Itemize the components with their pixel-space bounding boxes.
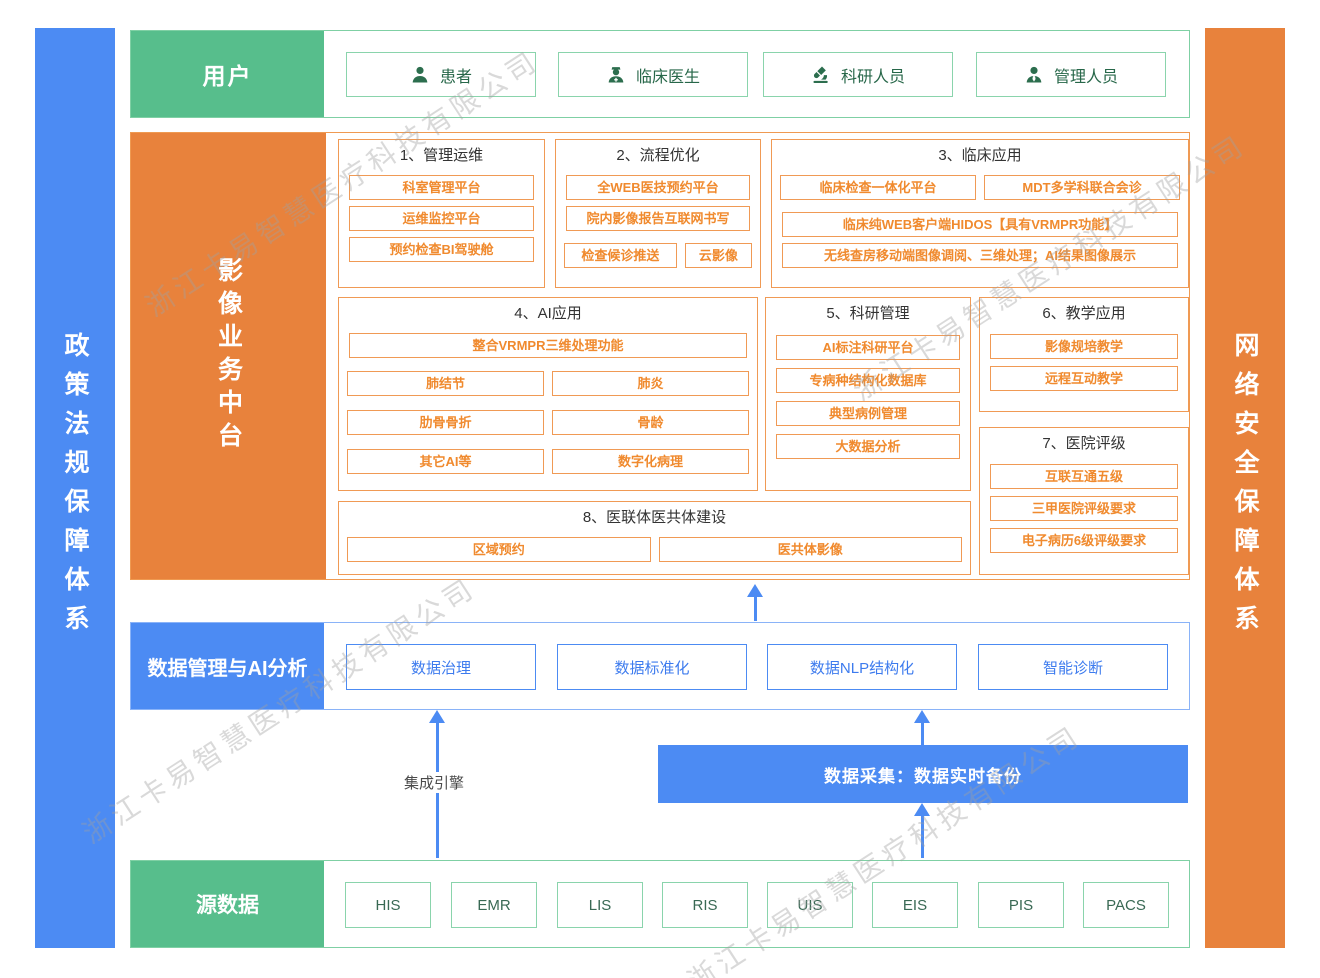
platform-item: 三甲医院评级要求 [990,496,1178,521]
user-label: 患者 [439,68,472,86]
section-management-ops: 1、管理运维 科室管理平台 运维监控平台 预约检查BI驾驶舱 [338,139,545,288]
users-row-label: 用户 [131,31,324,117]
platform-item: 典型病例管理 [776,401,960,426]
data-governance-box: 数据治理 [346,644,536,690]
doctor-icon [608,66,624,82]
collection-arrow-lower-head [914,803,930,816]
platform-item: 院内影像报告互联网书写 [566,206,750,231]
section-process-optimization: 2、流程优化 全WEB医技预约平台 院内影像报告互联网书写 检查候诊推送 云影像 [555,139,761,288]
platform-item: 远程互动教学 [990,366,1178,391]
platform-item: 检查候诊推送 [564,243,677,268]
section-title: 6、教学应用 [1042,305,1126,322]
arrow-head-up-platform [747,584,763,597]
data-nlp-box: 数据NLP结构化 [767,644,957,690]
section-title: 4、AI应用 [514,305,582,322]
collection-arrow-upper-head [914,710,930,723]
source-data-label: 源数据 [131,861,324,947]
section-research-management: 5、科研管理 AI标注科研平台 专病种结构化数据库 典型病例管理 大数据分析 [765,297,971,491]
platform-item: 整合VRMPR三维处理功能 [349,333,747,358]
platform-item: 运维监控平台 [349,206,534,231]
data-collection-box: 数据采集：数据实时备份 [658,745,1188,803]
imaging-platform-label: 影像业务中台 [131,133,326,579]
collection-arrow-lower-line [921,816,924,858]
platform-item: 全WEB医技预约平台 [566,175,750,200]
source-his-box: HIS [345,882,431,928]
admin-icon [1026,66,1042,82]
users-row: 用户 患者 临床医生 科研人员 管理人员 [130,30,1190,118]
platform-item: 区域预约 [347,537,651,562]
source-uis-box: UIS [767,882,853,928]
arrow-line-up-platform [754,597,757,621]
platform-item: 无线查房移动端图像调阅、三维处理；AI结果图像展示 [782,243,1178,268]
section-title: 3、临床应用 [938,147,1022,164]
collection-arrow-upper-line [921,722,924,745]
platform-item: 科室管理平台 [349,175,534,200]
network-security-label: 网络安全保障体系 [1231,332,1259,644]
source-data-row: 源数据 HIS EMR LIS RIS UIS EIS PIS PACS [130,860,1190,948]
integration-engine-arrow-head [429,710,445,723]
user-label: 临床医生 [635,68,700,86]
section-teaching-application: 6、教学应用 影像规培教学 远程互动教学 [979,297,1189,412]
user-label: 科研人员 [840,68,905,86]
section-title: 2、流程优化 [616,147,700,164]
user-patient: 患者 [346,52,536,97]
section-title: 8、医联体医共体建设 [582,509,727,526]
imaging-business-platform: 影像业务中台 1、管理运维 科室管理平台 运维监控平台 预约检查BI驾驶舱 2、… [130,132,1190,580]
section-title: 1、管理运维 [399,147,484,164]
platform-item: 云影像 [684,243,752,268]
platform-item: 预约检查BI驾驶舱 [349,237,534,262]
policy-regulation-label: 政策法规保障体系 [61,332,89,644]
source-pis-box: PIS [978,882,1064,928]
platform-item: 肺结节 [347,371,544,396]
platform-item: 数字化病理 [552,449,749,474]
user-admin: 管理人员 [976,52,1166,97]
section-title: 5、科研管理 [826,305,910,322]
platform-item: 其它AI等 [347,449,544,474]
platform-item: 电子病历6级评级要求 [990,528,1178,553]
policy-regulation-sidebar: 政策法规保障体系 [35,28,115,948]
platform-item: 临床纯WEB客户端HIDOS【具有VRMPR功能】 [782,212,1178,237]
source-emr-box: EMR [451,882,537,928]
patient-icon [412,66,428,82]
user-researcher: 科研人员 [763,52,953,97]
data-management-label: 数据管理与AI分析 [131,623,324,709]
data-management-row: 数据管理与AI分析 数据治理 数据标准化 数据NLP结构化 智能诊断 [130,622,1190,710]
source-lis-box: LIS [557,882,643,928]
platform-item: 骨龄 [552,410,749,435]
source-ris-box: RIS [662,882,748,928]
microscope-icon [813,66,828,83]
network-security-sidebar: 网络安全保障体系 [1205,28,1285,948]
source-pacs-box: PACS [1083,882,1169,928]
section-medical-alliance: 8、医联体医共体建设 区域预约 医共体影像 [338,501,971,575]
platform-item: 医共体影像 [658,537,962,562]
data-standardization-box: 数据标准化 [557,644,747,690]
platform-item: 临床检查一体化平台 [780,175,976,200]
platform-item: 肺炎 [552,371,749,396]
platform-item: MDT多学科联合会诊 [984,175,1180,200]
platform-item: 互联互通五级 [990,464,1178,489]
section-ai-application: 4、AI应用 整合VRMPR三维处理功能 肺结节 肺炎 肋骨骨折 骨龄 其它AI… [338,297,758,491]
platform-item: 肋骨骨折 [347,410,544,435]
user-clinician: 临床医生 [558,52,748,97]
intelligent-diagnosis-box: 智能诊断 [978,644,1168,690]
platform-item: AI标注科研平台 [776,335,960,360]
platform-item: 专病种结构化数据库 [776,368,960,393]
source-eis-box: EIS [872,882,958,928]
section-hospital-rating: 7、医院评级 互联互通五级 三甲医院评级要求 电子病历6级评级要求 [979,427,1189,575]
user-label: 管理人员 [1053,68,1118,86]
section-clinical-application: 3、临床应用 临床检查一体化平台 MDT多学科联合会诊 临床纯WEB客户端HID… [771,139,1189,288]
platform-item: 影像规培教学 [990,334,1178,359]
integration-engine-label: 集成引擎 [399,772,470,793]
platform-item: 大数据分析 [776,434,960,459]
section-title: 7、医院评级 [1042,435,1126,452]
